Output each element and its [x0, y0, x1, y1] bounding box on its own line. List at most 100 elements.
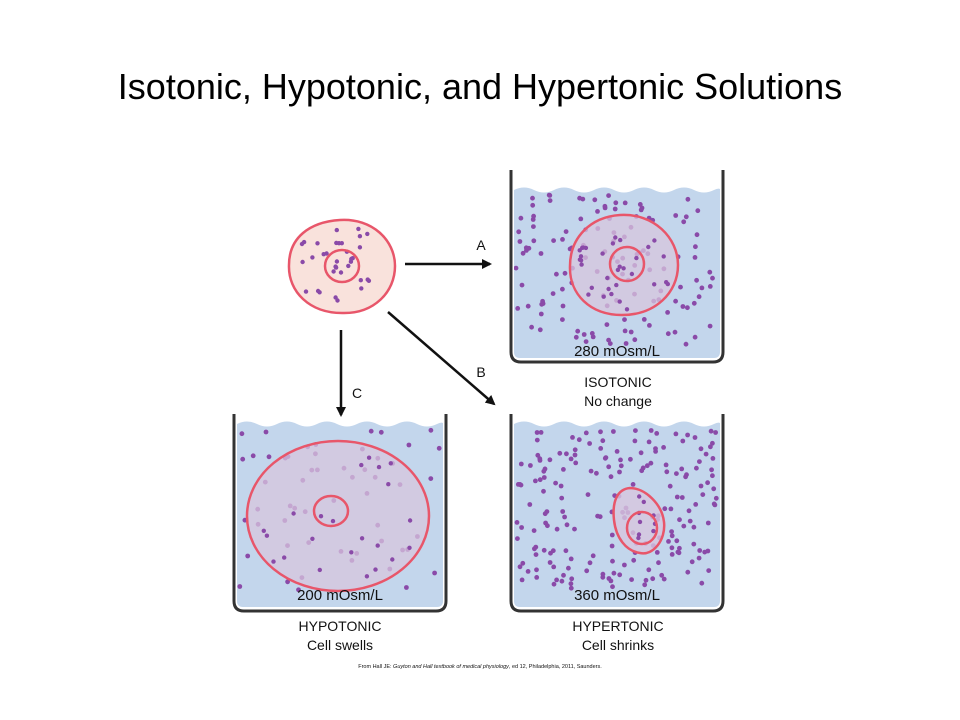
particle [666, 539, 671, 544]
particle [516, 229, 521, 234]
particle [707, 270, 712, 275]
particle [693, 502, 698, 507]
hypertonic-concentration: 360 mOsm/L [574, 587, 660, 604]
particle [333, 264, 337, 268]
citation: From Hall JE: Guyton and Hall textbook o… [358, 664, 602, 670]
particle [560, 317, 565, 322]
particle [670, 533, 675, 538]
particle [651, 529, 655, 533]
particle [595, 209, 600, 214]
particle [631, 558, 636, 563]
particle [586, 292, 590, 296]
arrow-a-label: A [476, 237, 486, 253]
particle [365, 574, 369, 578]
particle [610, 544, 615, 549]
particle [526, 304, 531, 309]
particle [603, 456, 608, 461]
arrow-b-label: B [476, 364, 485, 380]
particle [598, 429, 603, 434]
citation-book: Guyton and Hall textbook of medical phys… [393, 664, 510, 670]
particle [630, 272, 634, 276]
particle [335, 228, 339, 232]
particle [547, 193, 552, 198]
particle [618, 238, 622, 242]
particle [267, 454, 272, 459]
particle [633, 428, 638, 433]
particle [685, 305, 690, 310]
particle [580, 246, 584, 250]
particle [539, 251, 544, 256]
particle [591, 553, 596, 558]
particle [670, 545, 675, 550]
particle [623, 201, 628, 206]
particle [534, 575, 539, 580]
particle [679, 467, 684, 472]
particle [638, 520, 642, 524]
particle [561, 573, 566, 578]
particle [637, 532, 641, 536]
particle [637, 494, 641, 498]
particle [437, 446, 442, 451]
particle [369, 429, 374, 434]
particle [322, 252, 326, 256]
particle [349, 550, 353, 554]
particle [632, 337, 637, 342]
particle [673, 299, 678, 304]
particle [559, 496, 564, 501]
particle [331, 519, 335, 523]
particle [521, 251, 526, 256]
particle [562, 515, 567, 520]
particle [582, 332, 587, 337]
particle [565, 522, 570, 527]
hypotonic-type: HYPOTONIC [299, 618, 382, 634]
particle [538, 477, 543, 482]
particle [302, 240, 306, 244]
particle [575, 329, 580, 334]
particle [428, 476, 433, 481]
particle [359, 463, 363, 467]
particle [613, 200, 618, 205]
particle [621, 266, 625, 270]
particle [527, 502, 532, 507]
particle [367, 456, 371, 460]
particle [514, 266, 519, 271]
particle [282, 555, 286, 559]
particle [661, 445, 666, 450]
particle [533, 479, 538, 484]
particle [578, 217, 583, 222]
particle [697, 556, 702, 561]
particle [319, 514, 323, 518]
particle [697, 294, 702, 299]
particle [237, 584, 242, 589]
particle [666, 282, 670, 286]
particle [652, 282, 656, 286]
arrow-b [388, 312, 494, 404]
particle [600, 251, 604, 255]
particle [316, 289, 320, 293]
particle [602, 295, 606, 299]
initial-cell [289, 220, 395, 313]
particle [518, 564, 523, 569]
particle [609, 474, 614, 479]
particle [429, 428, 434, 433]
particle [538, 458, 543, 463]
particle [541, 489, 546, 494]
particle [592, 197, 597, 202]
particle [365, 232, 369, 236]
particle [711, 486, 716, 491]
particle [300, 260, 304, 264]
particle [557, 451, 562, 456]
particle [618, 458, 623, 463]
initial-cell-membrane [289, 220, 395, 313]
particle [680, 439, 685, 444]
particle [675, 495, 680, 500]
particle [569, 457, 574, 462]
particle [700, 492, 705, 497]
particle [519, 216, 524, 221]
particle [647, 323, 652, 328]
particle [539, 312, 544, 317]
particle [609, 292, 613, 296]
particle [548, 551, 553, 556]
particle [331, 269, 335, 273]
particle [612, 571, 617, 576]
